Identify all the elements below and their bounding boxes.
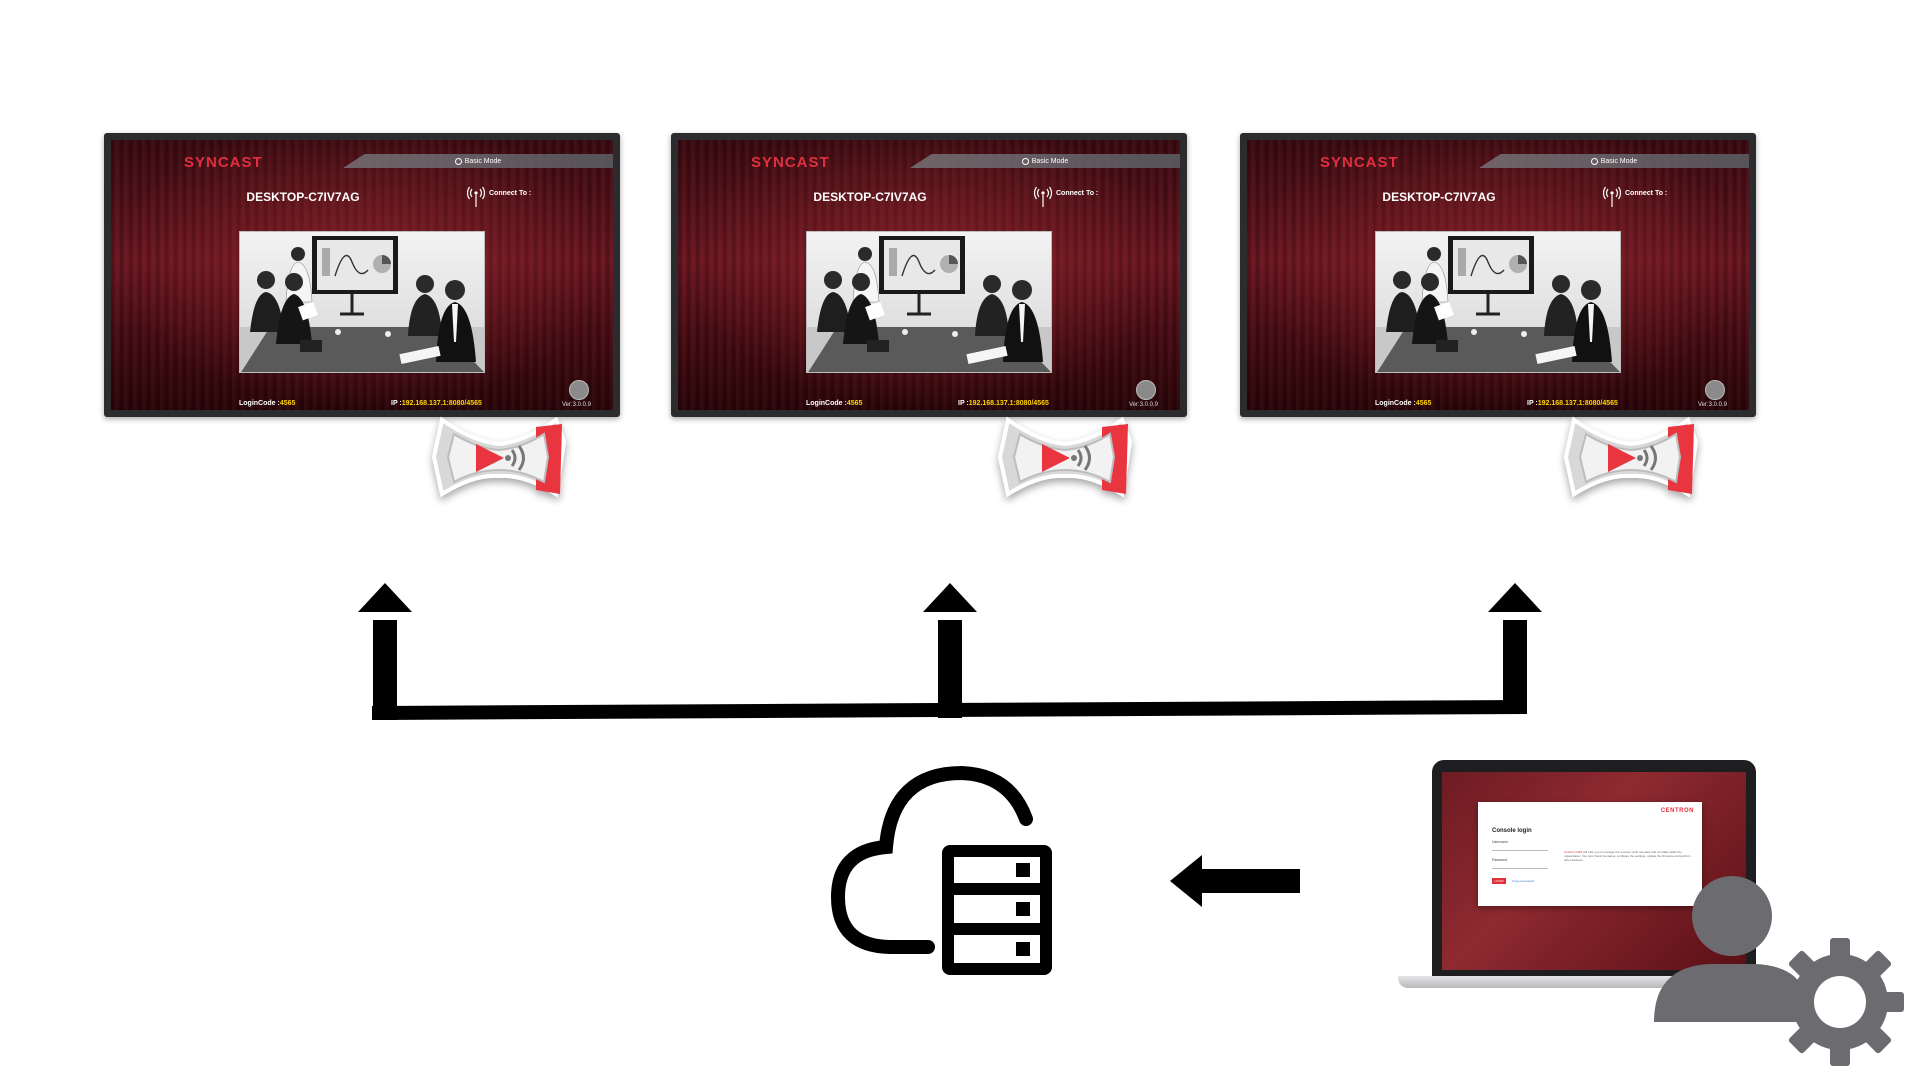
user-icon [1590, 157, 1598, 165]
device-name: DESKTOP-C7IV7AG [246, 190, 360, 204]
console-login-title: Console login [1492, 828, 1532, 834]
syncast-cast-logo-icon [1563, 416, 1699, 498]
arrow-left-icon [1170, 855, 1300, 907]
connect-to-label: Connect To : [489, 190, 532, 197]
mode-bar[interactable]: Basic Mode [910, 154, 1180, 168]
login-code: LoginCode :4565 [806, 400, 863, 407]
brand-label: SYNCAST [1320, 154, 1399, 171]
syncast-cast-logo-icon [997, 416, 1133, 498]
brand-label: SYNCAST [184, 154, 263, 171]
version-label: Ver:3.0.0.9 [561, 402, 591, 408]
mode-label: Basic Mode [1031, 157, 1069, 165]
meeting-illustration [239, 231, 485, 373]
username-field[interactable] [1492, 846, 1548, 851]
username-label: Username [1492, 840, 1509, 844]
login-button[interactable]: LOGIN [1492, 878, 1506, 884]
ip-address: IP :192.168.137.1:8080/4565 [958, 400, 1049, 407]
mode-label: Basic Mode [464, 157, 502, 165]
password-label: Password [1492, 858, 1508, 862]
device-name: DESKTOP-C7IV7AG [813, 190, 927, 204]
settings-round-button[interactable] [569, 380, 589, 400]
user-gear-icon [1654, 876, 1904, 1066]
meeting-illustration [806, 231, 1052, 373]
console-description: Centron CMS will help you to manage the … [1564, 850, 1691, 862]
connect-to-label: Connect To : [1056, 190, 1099, 197]
user-icon [454, 157, 462, 165]
login-code: LoginCode :4565 [239, 400, 296, 407]
password-field[interactable] [1492, 864, 1548, 869]
display-3: SYNCAST Basic Mode DESKTOP-C7IV7AG Conne… [1240, 133, 1756, 417]
brand-label: SYNCAST [751, 154, 830, 171]
user-icon [1021, 157, 1029, 165]
connect-to-label: Connect To : [1625, 190, 1668, 197]
laptop-screen: CENTRON Console login Username Password … [1442, 772, 1746, 970]
wireless-icon [467, 186, 485, 207]
mode-bar[interactable]: Basic Mode [1479, 154, 1749, 168]
ip-address: IP :192.168.137.1:8080/4565 [391, 400, 482, 407]
forgot-password-link[interactable]: Forgot password [1512, 879, 1535, 883]
syncast-cast-logo-icon [431, 416, 567, 498]
meeting-illustration [1375, 231, 1621, 373]
mode-label: Basic Mode [1600, 157, 1638, 165]
wireless-icon [1034, 186, 1052, 207]
device-name: DESKTOP-C7IV7AG [1382, 190, 1496, 204]
login-code: LoginCode :4565 [1375, 400, 1432, 407]
settings-round-button[interactable] [1136, 380, 1156, 400]
version-label: Ver:3.0.0.9 [1697, 402, 1727, 408]
arrow-up-3 [1488, 583, 1542, 612]
laptop: CENTRON Console login Username Password … [1398, 760, 1758, 996]
version-label: Ver:3.0.0.9 [1128, 402, 1158, 408]
mode-bar[interactable]: Basic Mode [343, 154, 613, 168]
display-screen: SYNCAST Basic Mode DESKTOP-C7IV7AG Conne… [1247, 140, 1749, 410]
distribution-line [372, 620, 1527, 720]
console-brand: CENTRON [1660, 808, 1694, 814]
display-screen: SYNCAST Basic Mode DESKTOP-C7IV7AG Conne… [111, 140, 613, 410]
laptop-lid: CENTRON Console login Username Password … [1432, 760, 1756, 980]
arrow-up-1 [358, 583, 412, 612]
display-2: SYNCAST Basic Mode DESKTOP-C7IV7AG Conne… [671, 133, 1187, 417]
display-screen: SYNCAST Basic Mode DESKTOP-C7IV7AG Conne… [678, 140, 1180, 410]
arrow-up-2 [923, 583, 977, 612]
display-1: SYNCAST Basic Mode DESKTOP-C7IV7AG Conne… [104, 133, 620, 417]
ip-address: IP :192.168.137.1:8080/4565 [1527, 400, 1618, 407]
cloud-server-icon [830, 765, 1052, 975]
wireless-icon [1603, 186, 1621, 207]
console-login-card: CENTRON Console login Username Password … [1478, 802, 1702, 906]
settings-round-button[interactable] [1705, 380, 1725, 400]
